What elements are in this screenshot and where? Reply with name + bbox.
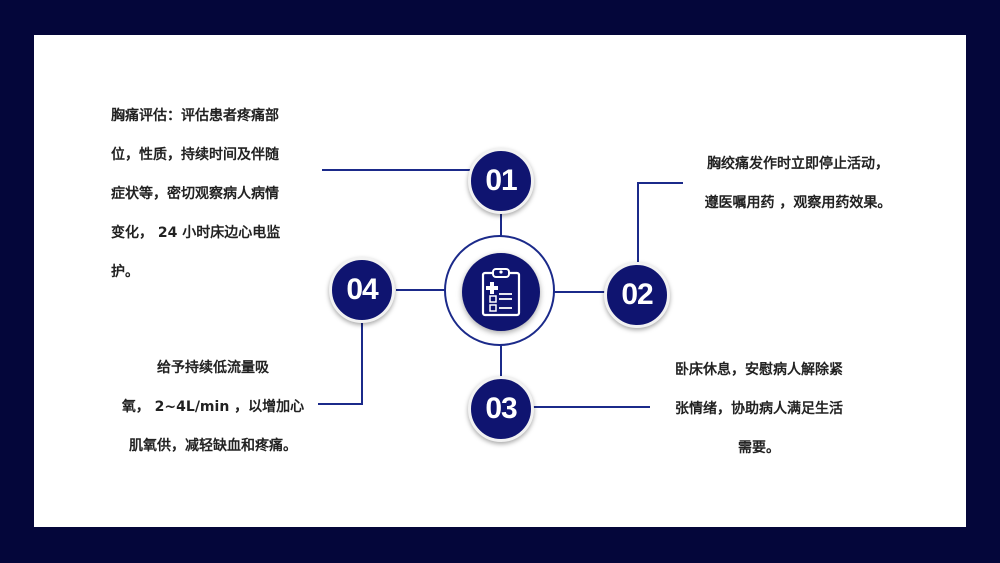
text-line: 胸痛评估：评估患者疼痛部 [111,108,279,124]
connector-02-vertical [637,182,639,262]
text-line: 位，性质，持续时间及伴随 [111,147,279,163]
connector-04-hub [396,289,446,291]
text-block-04: 给予持续低流量吸 氧， 2~4L/min ，以增加心 肌氧供，减轻缺血和疼痛。 [108,349,318,466]
text-line: 给予持续低流量吸 [157,360,269,376]
connector-01-hub [500,213,502,237]
text-block-03: 卧床休息，安慰病人解除紧 张情绪，协助病人满足生活 需要。 [654,351,864,468]
text-block-02: 胸绞痛发作时立即停止活动， 遵医嘱用药 ，观察用药效果。 [688,145,908,223]
text-line: 护。 [111,264,139,280]
text-line: 遵医嘱用药 ，观察用药效果。 [704,195,892,211]
text-block-01: 胸痛评估：评估患者疼痛部 位，性质，持续时间及伴随 症状等，密切观察病人病情 变… [111,97,280,292]
center-hub [462,253,540,331]
text-line: 症状等，密切观察病人病情 [111,186,279,202]
text-line: 张情绪，协助病人满足生活 [675,401,843,417]
connector-01 [322,169,472,171]
connector-02-top [638,182,683,184]
text-line: 肌氧供，减轻缺血和疼痛。 [129,438,297,454]
text-line: 氧， 2~4L/min ，以增加心 [121,399,305,415]
clipboard-medical-icon [481,268,521,317]
connector-04-vertical [361,322,363,405]
connector-03 [532,406,650,408]
badge-02: 02 [604,262,670,328]
text-line: 需要。 [738,440,780,456]
connector-02-hub [553,291,605,293]
badge-01: 01 [468,148,534,214]
text-line: 卧床休息，安慰病人解除紧 [675,362,843,378]
badge-04: 04 [329,257,395,323]
badge-03: 03 [468,376,534,442]
text-line: 变化， 24 小时床边心电监 [111,225,281,241]
connector-04-bottom [318,403,363,405]
connector-03-hub [500,344,502,378]
text-line: 胸绞痛发作时立即停止活动， [707,156,889,172]
